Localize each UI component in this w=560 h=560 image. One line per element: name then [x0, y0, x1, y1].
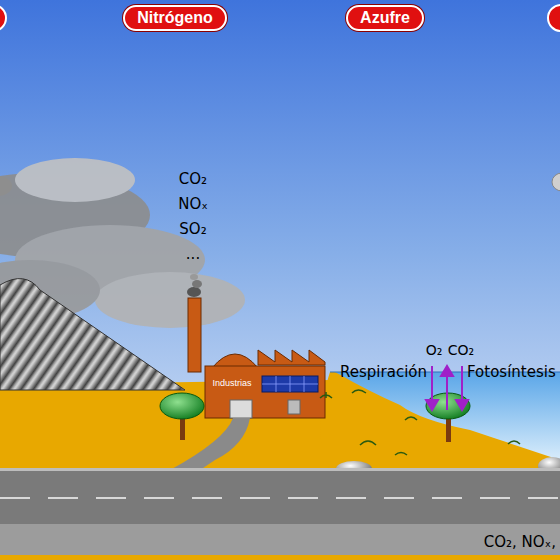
road-emission-label: CO₂, NOₓ,	[484, 533, 556, 551]
process-label: Fotosíntesis	[467, 363, 556, 381]
cycle-tab-button: Azufre	[346, 5, 424, 31]
node-label: Nitrógeno	[137, 9, 213, 27]
gas-label: CO₂	[448, 342, 474, 358]
gas-label: O₂	[426, 342, 443, 358]
emission-label: ...	[186, 245, 200, 263]
emission-label: NOₓ	[178, 195, 208, 213]
emission-label: CO₂	[179, 170, 207, 188]
cycle-tab-button: Nitrógeno	[123, 5, 227, 31]
process-label: Respiración	[340, 363, 427, 381]
node-label: Industrias	[212, 378, 251, 388]
node-label: Azufre	[360, 9, 410, 27]
factory-building: Industrias	[210, 377, 253, 389]
emission-label: SO₂	[179, 220, 206, 238]
